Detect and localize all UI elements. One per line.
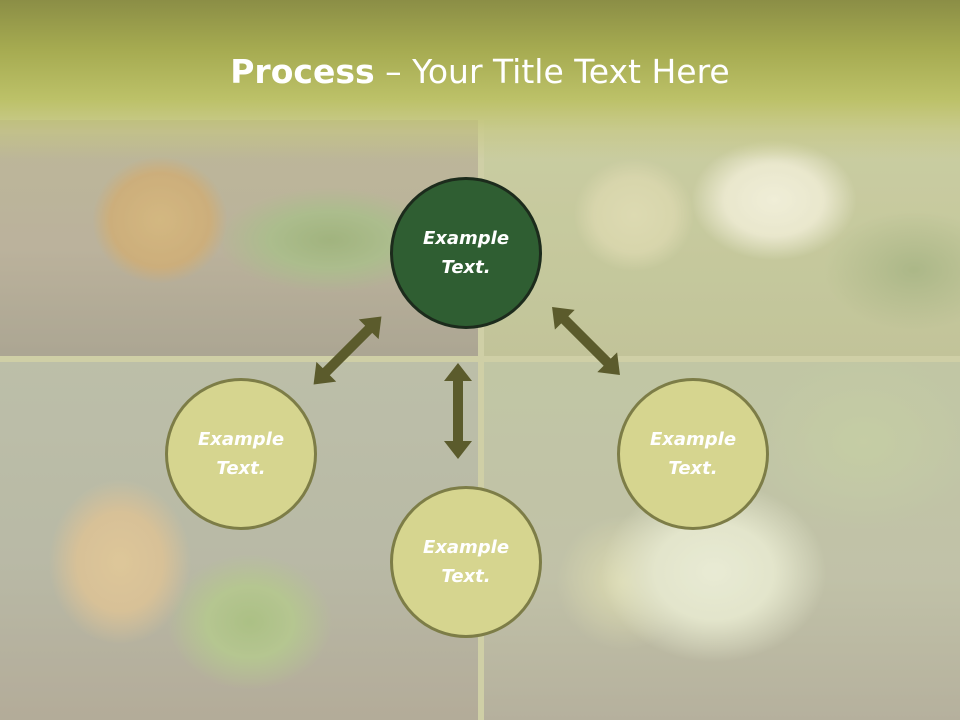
- process-step-center-circle[interactable]: Example Text.: [390, 177, 542, 329]
- double-arrow-upper-left: [313, 316, 382, 385]
- process-step-center-text: Example Text.: [422, 228, 510, 278]
- double-arrow-vertical: [444, 363, 472, 459]
- process-step-bottom-text: Example Text.: [422, 537, 510, 587]
- page-title: Process – Your Title Text Here: [0, 52, 960, 91]
- title-rest: – Your Title Text Here: [374, 52, 730, 91]
- process-step-right-circle[interactable]: Example Text.: [617, 378, 769, 530]
- double-arrow-upper-right: [552, 307, 620, 375]
- title-bold: Process: [230, 52, 375, 91]
- title-band: [0, 0, 960, 160]
- process-step-left-circle[interactable]: Example Text.: [165, 378, 317, 530]
- process-step-left-text: Example Text.: [197, 429, 285, 479]
- process-step-bottom-circle[interactable]: Example Text.: [390, 486, 542, 638]
- photo-tea-with-chamomile: [484, 362, 960, 720]
- process-step-right-text: Example Text.: [649, 429, 737, 479]
